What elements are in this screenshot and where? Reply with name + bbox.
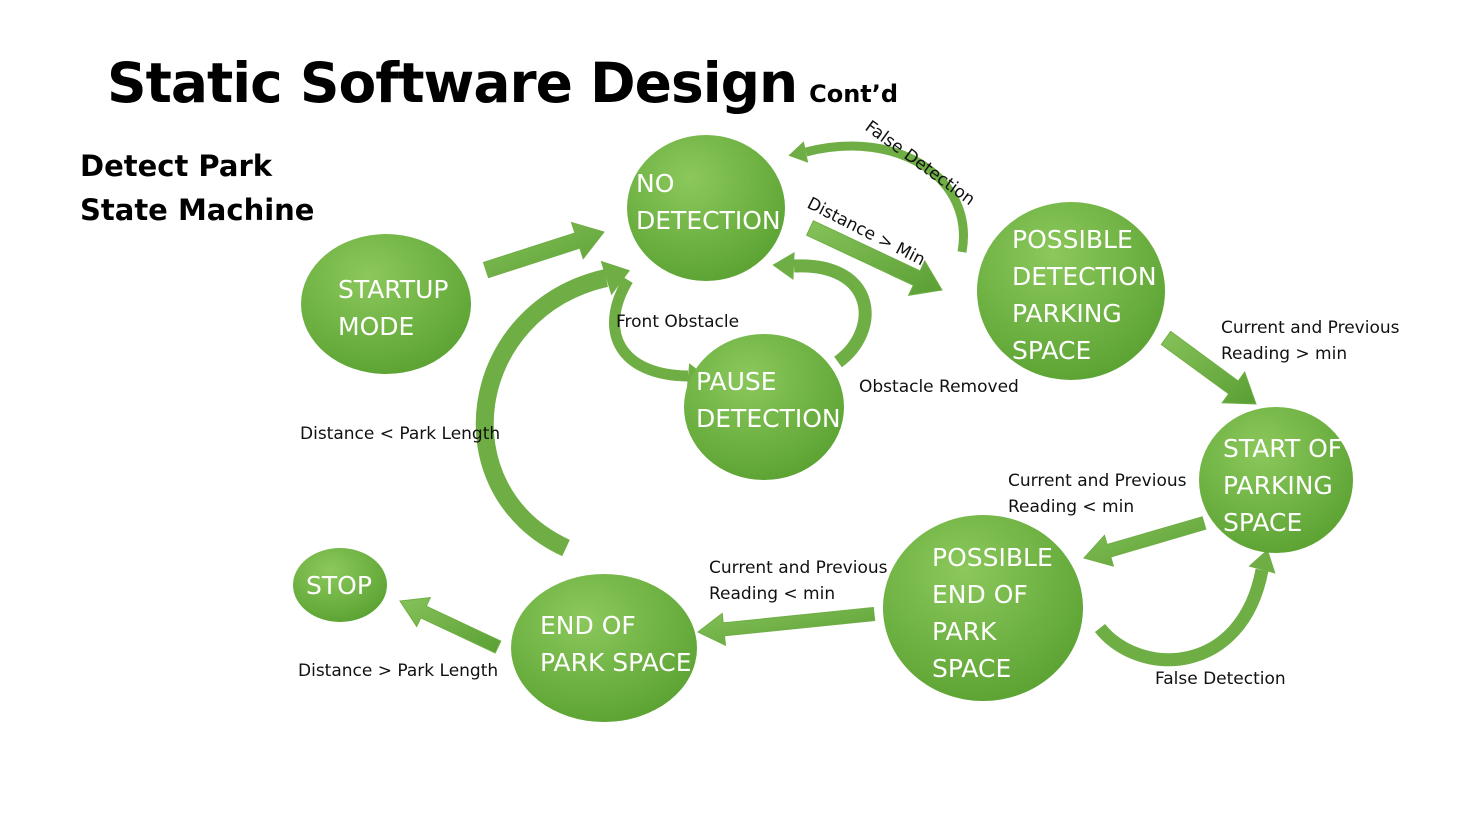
transition-curve — [793, 259, 872, 368]
edge-end-of-park-to-stop — [399, 597, 502, 654]
state-label-line: STARTUP — [338, 275, 449, 304]
transition-arrowhead — [600, 260, 630, 296]
state-label-line: MODE — [338, 312, 414, 341]
state-node-stop: STOP — [293, 548, 387, 622]
transition-arrow — [1083, 516, 1207, 567]
state-label-line: POSSIBLE — [1012, 225, 1133, 254]
state-circle — [684, 334, 844, 480]
state-label-line: PARKING — [1223, 471, 1333, 500]
edge-label-end-of-park-to-no-detection: Distance < Park Length — [300, 424, 500, 444]
state-node-pause: PAUSE DETECTION — [684, 334, 844, 480]
transition-curve — [804, 141, 968, 253]
state-node-no-detection: NO DETECTION — [627, 135, 785, 281]
slide-title-suffix: Cont’d — [809, 80, 899, 108]
state-label-line: POSSIBLE — [932, 543, 1053, 572]
state-label-line: PARK SPACE — [540, 648, 692, 677]
state-label-line: PARKING — [1012, 299, 1122, 328]
transition-arrow — [805, 220, 943, 296]
state-node-possible-end: POSSIBLE END OF PARK SPACE — [883, 515, 1083, 701]
transition-arrow — [482, 221, 605, 279]
state-node-start-of-parking: START OF PARKING SPACE — [1199, 407, 1353, 553]
state-label-line: DETECTION — [1012, 262, 1157, 291]
edge-possible-detection-to-no-detection — [788, 141, 968, 253]
state-circle — [1199, 407, 1353, 553]
state-label-line: NO — [636, 169, 674, 198]
state-label-line: SPACE — [932, 654, 1011, 683]
state-label-line: SPACE — [1223, 508, 1302, 537]
edge-possible-end-to-end-of-park — [697, 606, 876, 647]
state-circle — [977, 202, 1165, 380]
edge-label-possible-detection-to-no-detection: False Detection — [861, 117, 978, 210]
state-label-line: START OF — [1223, 434, 1342, 463]
edge-label-no-detection-to-pause: Front Obstacle — [616, 312, 739, 332]
state-label-line: END OF — [932, 580, 1028, 609]
diagram-subtitle-line-2: State Machine — [80, 193, 315, 227]
state-node-end-of-park: END OF PARK SPACE — [511, 574, 697, 722]
state-label-line: SPACE — [1012, 336, 1091, 365]
state-node-startup: STARTUP MODE — [301, 234, 471, 374]
state-circle — [883, 515, 1083, 701]
diagram-subtitle-line-1: Detect Park — [80, 149, 273, 183]
state-circle — [293, 548, 387, 622]
state-circle — [301, 234, 471, 374]
transition-arrow — [1160, 330, 1257, 405]
state-node-possible-detection: POSSIBLE DETECTION PARKING SPACE — [977, 202, 1165, 380]
edge-label-start-of-parking-to-possible-end: Current and Previous — [1008, 471, 1187, 491]
edge-label-possible-detection-to-start-of-parking: Current and Previous — [1221, 318, 1400, 338]
edge-possible-end-to-start-of-parking — [1094, 549, 1276, 667]
edge-end-of-park-to-no-detection — [475, 260, 630, 557]
state-label-line: PAUSE — [696, 367, 777, 396]
slide-title-main: Static Software Design — [107, 51, 798, 115]
edge-label-possible-detection-to-start-of-parking: Reading > min — [1221, 344, 1347, 364]
transition-curve — [1094, 568, 1269, 667]
transition-arrowhead — [788, 141, 809, 163]
transition-arrowhead — [772, 252, 795, 280]
edge-possible-detection-to-start-of-parking — [1160, 330, 1257, 405]
edge-label-end-of-park-to-stop: Distance > Park Length — [298, 661, 498, 681]
edge-label-start-of-parking-to-possible-end: Reading < min — [1008, 497, 1134, 517]
edge-no-detection-to-possible-detection — [805, 220, 943, 296]
state-label-line: PARK — [932, 617, 997, 646]
state-label-line: STOP — [306, 571, 372, 600]
edge-label-possible-end-to-end-of-park: Current and Previous — [709, 558, 888, 578]
state-label-line: DETECTION — [696, 404, 841, 433]
transition-arrow — [697, 606, 876, 647]
edge-label-pause-to-no-detection: Obstacle Removed — [859, 377, 1019, 397]
edge-startup-to-no-detection — [482, 221, 605, 279]
state-circle — [627, 135, 785, 281]
edge-label-possible-end-to-end-of-park: Reading < min — [709, 584, 835, 604]
transition-arrow — [399, 597, 502, 654]
edge-pause-to-no-detection — [772, 252, 872, 368]
state-label-line: END OF — [540, 611, 636, 640]
edge-start-of-parking-to-possible-end — [1083, 516, 1207, 567]
state-circle — [511, 574, 697, 722]
transition-curve — [609, 277, 689, 382]
edge-label-possible-end-to-start-of-parking: False Detection — [1155, 669, 1286, 689]
transition-arrowhead — [1248, 549, 1276, 574]
transition-curve — [475, 269, 609, 557]
state-label-line: DETECTION — [636, 206, 781, 235]
